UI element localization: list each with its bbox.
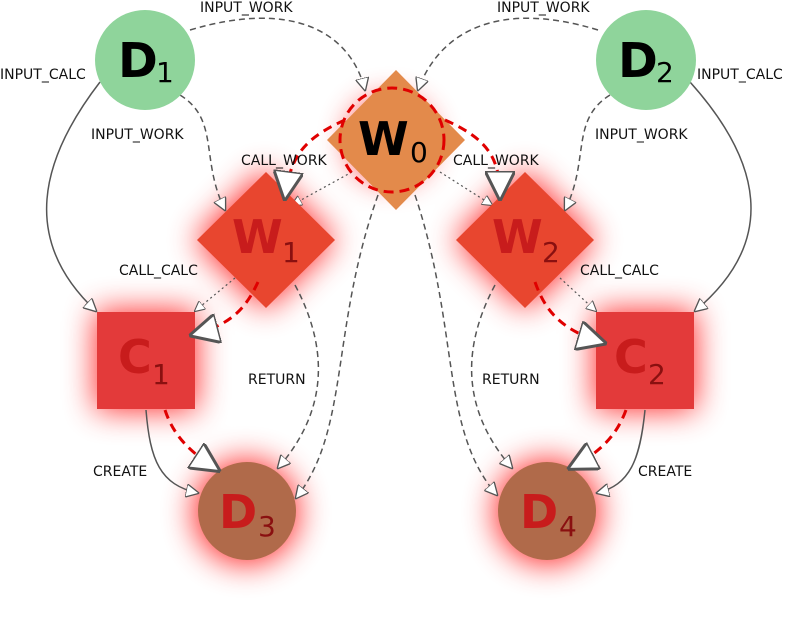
node-w1: W 1: [197, 172, 335, 308]
edge-label-call-calc-w1-c1: CALL_CALC: [119, 263, 198, 279]
node-d4-sub: 4: [559, 510, 577, 543]
node-w0-sub: 0: [410, 136, 428, 169]
edge-label-input-work-d2-w0: INPUT_WORK: [497, 0, 590, 16]
edge-label-call-work-w0-w2: CALL_WORK: [453, 153, 540, 169]
node-d3-sub: 3: [258, 510, 276, 543]
node-d4: D 4: [498, 462, 596, 560]
node-d4-label: D: [520, 485, 558, 539]
node-c2-sub: 2: [648, 358, 666, 391]
solid-edges: [45, 81, 752, 493]
edge-label-input-calc-d1-c1: INPUT_CALC: [0, 67, 86, 83]
edge-label-return-w2-d4: RETURN: [482, 372, 540, 388]
node-d3: D 3: [198, 462, 296, 560]
node-w0-label: W: [358, 112, 409, 166]
highlight-edges: [163, 118, 628, 470]
node-c1-sub: 1: [152, 358, 170, 391]
edge-label-call-work-w0-w1: CALL_WORK: [241, 153, 328, 169]
edge-label-return-w1-d3: RETURN: [248, 372, 306, 388]
node-d1-sub: 1: [156, 56, 174, 89]
edge-label-input-work-d2-w2: INPUT_WORK: [595, 127, 688, 143]
edge-label-input-calc-d2-c2: INPUT_CALC: [697, 67, 783, 83]
node-d1-label: D: [118, 33, 158, 89]
edge-labels: INPUT_WORK INPUT_WORK INPUT_CALC INPUT_C…: [0, 0, 783, 480]
node-d1: D 1: [95, 10, 195, 110]
edge-label-call-calc-w2-c2: CALL_CALC: [580, 263, 659, 279]
node-w0: W 0: [327, 70, 465, 210]
node-w2-sub: 2: [542, 236, 560, 269]
node-c2-label: C: [614, 330, 648, 384]
node-d2: D 2: [596, 10, 696, 110]
node-w1-sub: 1: [282, 236, 300, 269]
node-w2: W 2: [456, 172, 594, 308]
edge-label-create-c1-d3: CREATE: [93, 464, 147, 480]
node-d2-sub: 2: [656, 56, 674, 89]
node-c1-label: C: [118, 330, 152, 384]
node-c2: C 2: [596, 312, 694, 409]
dashed-edges: [179, 17, 611, 498]
edge-label-create-c2-d4: CREATE: [638, 464, 692, 480]
node-d3-label: D: [219, 485, 257, 539]
node-c1: C 1: [97, 312, 195, 409]
node-w1-label: W: [232, 210, 283, 264]
dotted-edges: [195, 171, 596, 311]
node-w2-label: W: [492, 210, 543, 264]
edge-label-input-work-d1-w1: INPUT_WORK: [91, 127, 184, 143]
edge-label-input-work-d1-w0: INPUT_WORK: [200, 0, 293, 16]
node-d2-label: D: [618, 33, 658, 89]
